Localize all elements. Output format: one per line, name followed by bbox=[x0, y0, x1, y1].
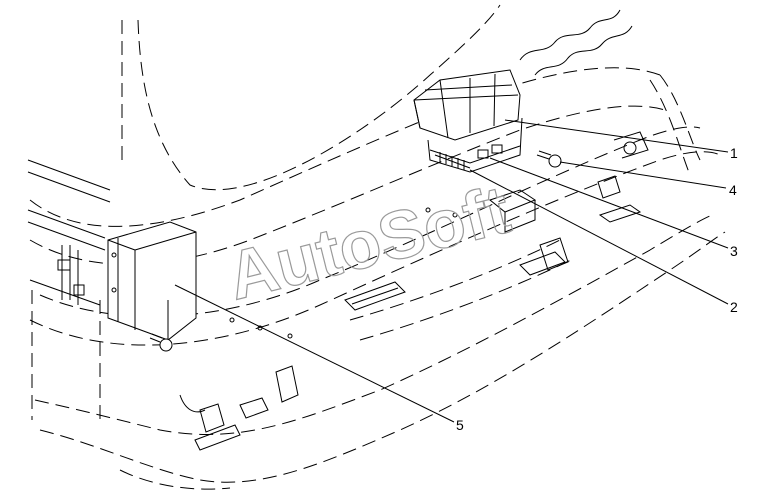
frame-lines-left bbox=[27, 159, 111, 306]
screw-4 bbox=[536, 150, 562, 168]
floor-switches bbox=[179, 365, 299, 451]
callout-3: 3 bbox=[730, 243, 738, 259]
defroster-edge bbox=[519, 9, 633, 76]
console-slot bbox=[344, 281, 406, 311]
callout-5: 5 bbox=[456, 417, 464, 433]
callout-1: 1 bbox=[730, 145, 738, 161]
bracket-panel bbox=[107, 221, 197, 341]
console-switches bbox=[488, 131, 649, 276]
bracket-screw bbox=[149, 333, 173, 352]
wiring-harness bbox=[57, 245, 85, 305]
callout-2: 2 bbox=[730, 299, 738, 315]
leader-lines bbox=[174, 119, 729, 423]
module-housing bbox=[413, 69, 523, 173]
callout-4: 4 bbox=[729, 182, 737, 198]
dash-holes bbox=[229, 207, 458, 339]
watermark-text: AutoSoft bbox=[220, 171, 517, 314]
